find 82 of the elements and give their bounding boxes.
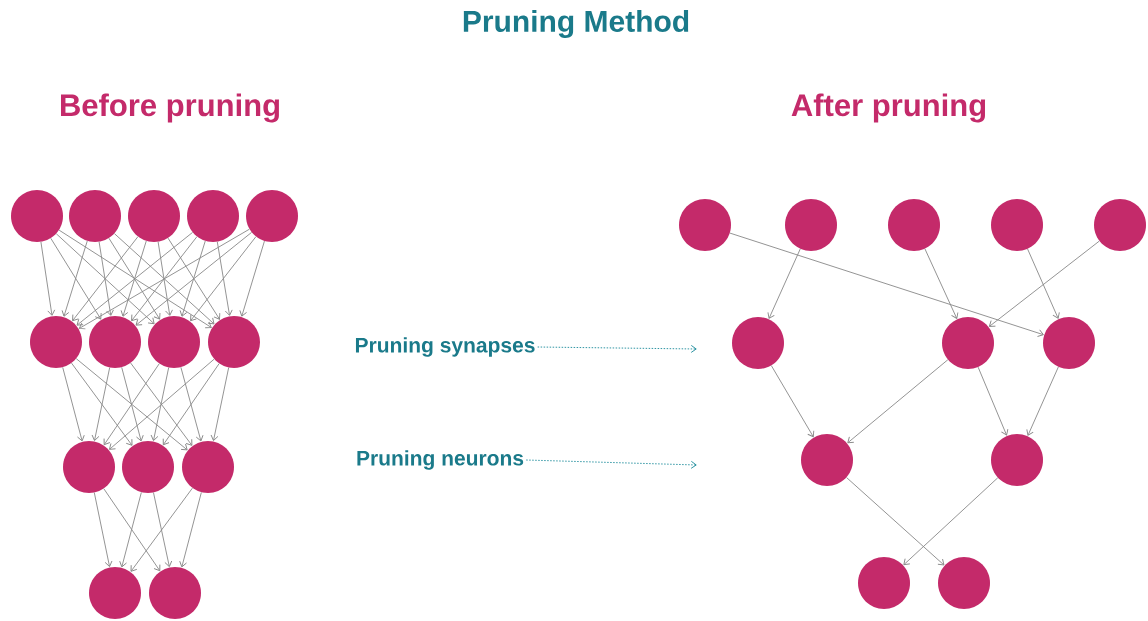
arrow xyxy=(135,231,252,326)
neuron-circle xyxy=(89,316,141,368)
neuron-circle xyxy=(122,441,174,493)
neuron-circle xyxy=(246,190,298,242)
neuron-circle xyxy=(942,317,994,369)
neuron-circle xyxy=(149,567,201,619)
arrow xyxy=(924,248,959,319)
dotted-arrow xyxy=(537,345,697,353)
arrow xyxy=(162,363,220,446)
arrow xyxy=(770,365,815,438)
arrow xyxy=(767,248,801,319)
heading: Before pruning xyxy=(61,93,279,123)
arrow xyxy=(210,367,230,442)
arrow xyxy=(75,358,188,451)
arrow xyxy=(157,241,173,316)
neuron-circle xyxy=(801,434,853,486)
arrow xyxy=(179,240,206,317)
neuron-circle xyxy=(89,567,141,619)
arrow xyxy=(988,240,1100,327)
arrow xyxy=(153,492,173,568)
neuron-circle xyxy=(1094,199,1146,251)
neuron-circle xyxy=(991,434,1043,486)
arrow xyxy=(977,366,1009,436)
neuron-circle xyxy=(182,441,234,493)
arrow xyxy=(78,228,250,330)
arrow xyxy=(103,488,161,572)
arrow xyxy=(1026,366,1059,436)
arrow xyxy=(131,236,198,322)
dotted-arrow xyxy=(525,459,697,469)
neuron-circle xyxy=(785,199,837,251)
arrow xyxy=(120,240,147,317)
arrow xyxy=(50,237,102,320)
arrow xyxy=(239,240,265,317)
arrow xyxy=(113,233,215,325)
arrow xyxy=(150,367,170,442)
arrow xyxy=(846,477,945,566)
neuron-circle xyxy=(69,190,121,242)
neuron-circle xyxy=(938,557,990,609)
arrow xyxy=(903,477,999,566)
arrow xyxy=(167,237,221,320)
arrow xyxy=(40,241,56,316)
neuron-circle xyxy=(858,557,910,609)
arrow xyxy=(190,236,257,322)
neuron-circle xyxy=(679,199,731,251)
arrow xyxy=(61,240,88,317)
arrow xyxy=(1027,248,1060,319)
neuron-circle xyxy=(148,316,200,368)
arrow xyxy=(62,366,85,442)
neuron-circle xyxy=(63,441,115,493)
arrow xyxy=(130,487,193,572)
neuron-circle xyxy=(11,190,63,242)
neuron-circle xyxy=(991,199,1043,251)
step-label: Pruning neurons xyxy=(357,450,524,470)
arrow xyxy=(55,233,155,325)
neuron-circle xyxy=(30,316,82,368)
arrow xyxy=(847,359,949,444)
arrow xyxy=(108,237,161,320)
arrow xyxy=(119,491,142,568)
arrow xyxy=(179,491,202,568)
neuron-circle xyxy=(128,190,180,242)
step-label: Pruning synapses xyxy=(355,337,535,357)
arrow xyxy=(93,492,113,568)
arrow xyxy=(58,229,212,329)
arrow xyxy=(130,362,193,446)
neuron-circle xyxy=(1043,317,1095,369)
arrow xyxy=(729,232,1044,337)
arrow xyxy=(72,236,139,322)
arrow xyxy=(180,366,204,442)
neuron-circle xyxy=(187,190,239,242)
arrow xyxy=(121,366,144,442)
arrow xyxy=(109,358,215,450)
neuron-circle xyxy=(208,316,260,368)
heading: After pruning xyxy=(791,93,986,123)
arrow xyxy=(216,241,233,316)
neuron-circle xyxy=(888,199,940,251)
arrow xyxy=(98,241,114,316)
arrow xyxy=(103,363,160,446)
title: Pruning Method xyxy=(463,9,689,39)
arrow xyxy=(71,362,133,446)
neuron-circle xyxy=(732,317,784,369)
arrow xyxy=(91,367,111,442)
arrow xyxy=(76,231,193,326)
